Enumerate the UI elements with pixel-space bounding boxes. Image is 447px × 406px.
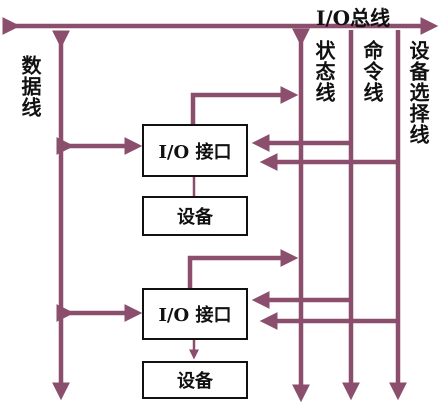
module1-status-arrow — [190, 86, 299, 124]
device-select-bus-label: 设备选择线 — [406, 40, 430, 145]
module2-status-arrow — [187, 249, 299, 288]
io-bus-label: I/O总线 — [316, 6, 391, 30]
device-box-2: 设备 — [142, 361, 248, 399]
io-interface-box-2: I/O 接口 — [142, 288, 248, 340]
device-box-1: 设备 — [142, 196, 248, 236]
status-bus-label: 状态线 — [312, 40, 336, 103]
io-interface-box-1: I/O 接口 — [142, 124, 248, 177]
command-bus-label: 命令线 — [360, 40, 384, 103]
data-bus-label: 数据线 — [18, 55, 42, 118]
